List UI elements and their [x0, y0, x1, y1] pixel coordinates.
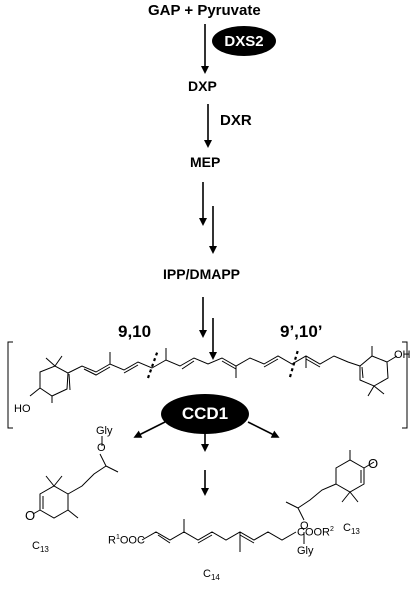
label-gap-pyruvate: GAP + Pyruvate [148, 2, 261, 19]
carotenoid-structure [29, 346, 398, 403]
label-dxp: DXP [188, 78, 217, 94]
right-product-carbon-label: C13 [343, 522, 360, 537]
arrow-ccd1-to-left-product [133, 421, 166, 438]
pathway-arrows [133, 24, 280, 496]
carotenoid-left-hydroxyl: HO [14, 403, 31, 415]
label-mep: MEP [190, 154, 221, 170]
right-c13-structure [285, 450, 375, 544]
center-product-right-ester: COOR2 [297, 526, 334, 539]
carotenoid-brackets [7, 341, 408, 429]
right-product-ether-oxygen: O [300, 520, 309, 532]
center-product-left-ester: R1OOC [108, 534, 145, 547]
arrow-ccd1-to-right-product [247, 421, 280, 438]
center-c14-structure [141, 519, 297, 552]
enzyme-dxr-label: DXR [220, 112, 252, 129]
left-product-ether-oxygen: O [97, 442, 106, 454]
right-product-glycoside: Gly [297, 545, 314, 557]
cleavage-site-9-10: 9,10 [118, 322, 152, 341]
left-product-glycoside: Gly [96, 425, 113, 437]
left-product-carbon-label: C13 [32, 540, 49, 555]
left-c13-structure [32, 436, 119, 519]
carotenoid-right-hydroxyl: OH [394, 349, 411, 361]
center-product-carbon-label: C14 [203, 568, 220, 583]
enzyme-ccd1-badge: CCD1 [161, 394, 249, 434]
left-product-carbonyl-oxygen: O [25, 508, 36, 523]
label-ipp-dmapp: IPP/DMAPP [163, 266, 241, 282]
cleavage-site-9p-10p: 9’,10’ [280, 322, 323, 341]
enzyme-dxs2-badge: DXS2 [212, 26, 276, 56]
right-product-carbonyl-oxygen: O [368, 456, 379, 471]
